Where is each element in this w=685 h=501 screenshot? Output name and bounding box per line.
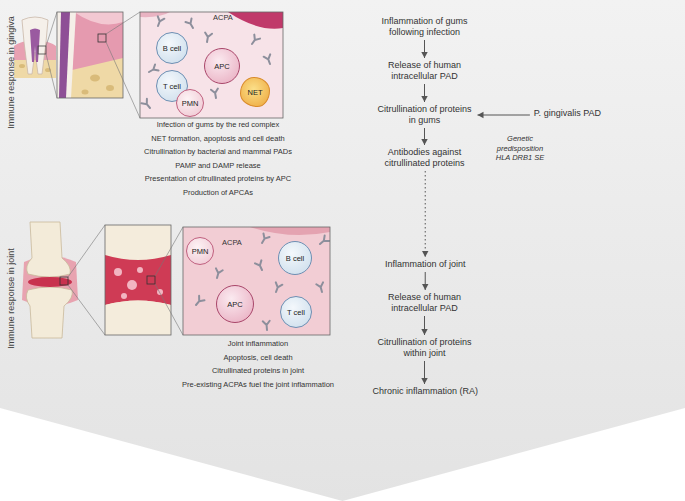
step-text: Release of human intracellular PAD (375, 60, 475, 82)
side-note: Genetic predisposition HLA DRB1 SE (490, 134, 550, 163)
arrow-head (421, 329, 427, 335)
pmn-cell: PMN (186, 237, 214, 265)
caption-line: Apoptosis, cell death (163, 353, 353, 363)
flow-step: Chronic inflammation (RA) (372, 386, 479, 397)
step-text: Citrullination of proteins in gums (375, 104, 475, 126)
section-title: Immune response in gingiva (6, 2, 17, 142)
gingiva-cell-view (140, 12, 283, 118)
flow-arrow (421, 361, 427, 384)
cell-label: PMN (182, 99, 199, 108)
antibody-label: ACPA (222, 238, 252, 248)
arrow-head (422, 251, 428, 257)
flow-arrow (422, 272, 428, 290)
lymphocyte-cell: B cell (278, 241, 312, 275)
caption-line: Pre-existing ACPAs fuel the joint inflam… (163, 380, 353, 390)
flow-step: Inflammation of joint (384, 259, 466, 270)
caption-line: PAMP and DAMP release (113, 161, 323, 171)
cell-label: PMN (192, 247, 209, 256)
caption-line: Presentation of citrullinated proteins b… (113, 174, 323, 184)
flow-step: Citrullination of proteins within joint (375, 337, 475, 359)
arrow-line (478, 115, 530, 116)
arrow-head (422, 284, 428, 290)
cell-label: NET (248, 88, 263, 97)
tooth-figure (14, 12, 57, 98)
arrow-head (421, 96, 427, 102)
caption-line: Infection of gums by the red complex (113, 120, 323, 130)
step-text: Inflammation of gums following infection (375, 16, 475, 38)
antibody-label: ACPA (213, 13, 243, 23)
caption-line: Citrullination by bacterial and mammal P… (113, 147, 323, 157)
net-blob: NET (240, 77, 270, 107)
cell-label: B cell (286, 254, 304, 263)
flow-step: P. gingivalis PAD (533, 108, 602, 119)
cell-label: T cell (287, 308, 305, 317)
gingiva-zoom (57, 12, 140, 118)
flow-arrow (421, 128, 427, 145)
step-text: Chronic inflammation (RA) (372, 386, 479, 397)
section-title: Immune response in joint (6, 228, 17, 368)
apc-cell: APC (216, 285, 254, 323)
step-text: Citrullination of proteins within joint (375, 337, 475, 359)
joint-figure (22, 222, 105, 338)
step-text: P. gingivalis PAD (533, 108, 602, 119)
arrow-head (421, 378, 427, 384)
flow-step: Release of human intracellular PAD (375, 60, 475, 82)
dotted-arrow (422, 171, 428, 257)
cell-label: B cell (163, 44, 181, 53)
pmn-cell: PMN (176, 89, 204, 117)
step-text: Inflammation of joint (384, 259, 466, 270)
flow-step: Inflammation of gums following infection (375, 16, 475, 38)
arrow-head (421, 139, 427, 145)
cell-label: APC (227, 300, 242, 309)
step-text: Antibodies against citrullinated protein… (375, 147, 475, 169)
flow-step: Antibodies against citrullinated protein… (375, 147, 475, 169)
joint-cell-view (183, 227, 330, 335)
flow-arrow (478, 112, 530, 118)
cell-label: T cell (163, 82, 181, 91)
arrow-line (425, 171, 426, 257)
flow-arrow (421, 40, 427, 58)
arrow-head (421, 52, 427, 58)
step-text: Release of human intracellular PAD (375, 292, 475, 314)
caption-line: Joint inflammation (163, 339, 353, 349)
lymphocyte-cell: B cell (156, 32, 188, 64)
arrow-head (478, 112, 484, 118)
flow-step: Release of human intracellular PAD (375, 292, 475, 314)
caption-line: Production of APCAs (113, 188, 323, 198)
caption-line: Citrullinated proteins in joint (163, 366, 353, 376)
caption-line: NET formation, apoptosis and cell death (113, 134, 323, 144)
cell-label: APC (214, 62, 229, 71)
flow-arrow (421, 316, 427, 335)
joint-zoom (105, 225, 183, 335)
flow-step: Citrullination of proteins in gums (375, 104, 475, 126)
flow-arrow (421, 84, 427, 102)
apc-cell: APC (204, 48, 240, 84)
lymphocyte-cell: T cell (280, 296, 312, 328)
